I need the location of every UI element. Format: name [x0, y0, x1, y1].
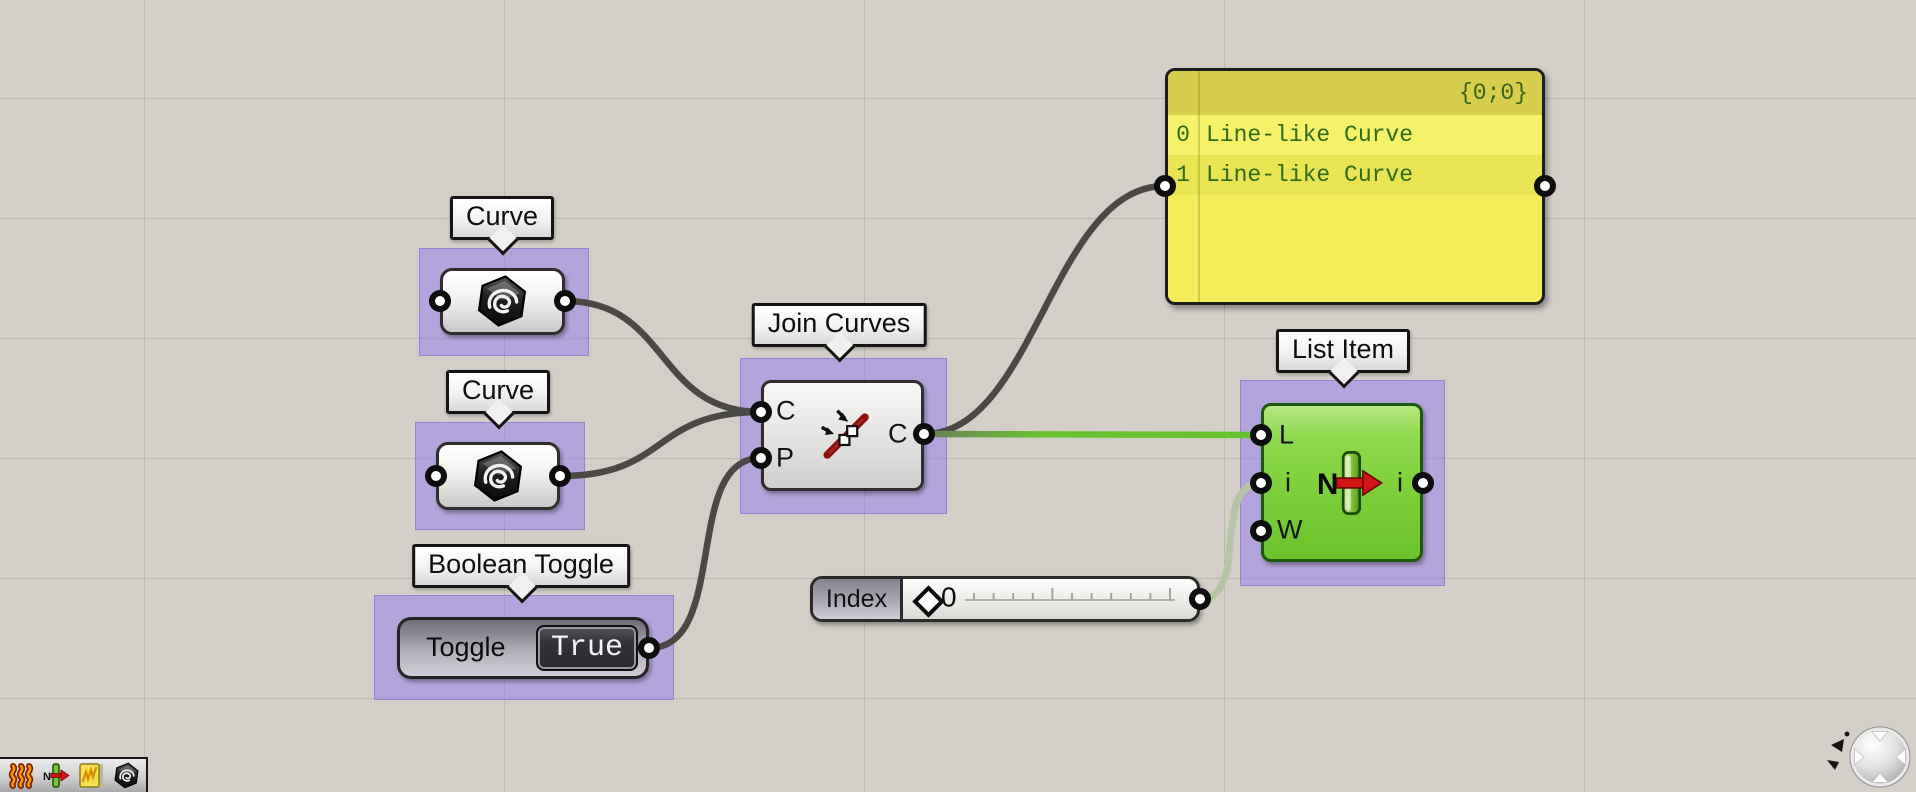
boolean-toggle-component[interactable]: Toggle True	[397, 617, 649, 679]
curve-bottom-output-port[interactable]	[549, 465, 571, 487]
curve-top-output-port[interactable]	[554, 290, 576, 312]
slider-name-grip[interactable]: Index	[813, 579, 903, 619]
join-input-c-label: C	[776, 395, 796, 426]
join-input-p-label: P	[776, 442, 795, 473]
list-item-label: List Item	[1275, 329, 1411, 389]
curve-bottom-input-port[interactable]	[425, 465, 447, 487]
canvas-toolbar: N	[0, 757, 148, 792]
toggle-true-button[interactable]: True	[536, 625, 638, 671]
curve-top-label: Curve	[449, 196, 555, 256]
list-item-input-l-label: L	[1279, 419, 1295, 450]
curve-bottom-label: Curve	[445, 370, 551, 430]
panel-output-port[interactable]	[1534, 175, 1556, 197]
curve-icon[interactable]	[113, 762, 140, 789]
list-item-output-i-label: i	[1397, 467, 1403, 498]
wire-join-to-list-item[interactable]	[920, 430, 1265, 439]
panel-row-index: 0	[1176, 122, 1190, 148]
wire-toggle-to-join[interactable]	[645, 454, 765, 652]
panel-row: 1 Line-like Curve	[1168, 155, 1542, 195]
slider-track[interactable]: 0	[903, 579, 1197, 619]
list-item-icon: N	[1317, 451, 1384, 515]
panel-icon[interactable]	[78, 762, 105, 789]
join-curves-label: Join Curves	[751, 303, 927, 363]
svg-text:N: N	[43, 771, 51, 783]
join-input-c-port[interactable]	[750, 401, 772, 423]
fitness-icon[interactable]	[8, 762, 35, 789]
panel-index-divider	[1198, 71, 1200, 302]
curve-icon	[473, 450, 523, 502]
panel-path-header: {0;0}	[1168, 71, 1542, 115]
join-input-p-port[interactable]	[750, 447, 772, 469]
wire-join-to-panel[interactable]	[920, 182, 1169, 438]
boolean-toggle-label: Boolean Toggle	[412, 544, 630, 604]
curve-top-input-port[interactable]	[429, 290, 451, 312]
number-slider[interactable]: Index 0	[810, 576, 1200, 622]
join-output-c-label: C	[888, 418, 908, 449]
slider-ticks	[965, 588, 1175, 601]
curve-icon	[477, 275, 527, 327]
list-item-output-i-port[interactable]	[1412, 472, 1434, 494]
join-output-c-port[interactable]	[913, 423, 935, 445]
slider-value: 0	[941, 581, 957, 613]
panel-row-text: Line-like Curve	[1206, 122, 1414, 148]
toggle-output-port[interactable]	[638, 637, 660, 659]
nav-sphere[interactable]	[1812, 706, 1916, 792]
join-curves-icon	[820, 409, 869, 459]
list-item-input-i-port[interactable]	[1250, 472, 1272, 494]
wire-curve-top-to-join[interactable]	[561, 297, 765, 416]
slider-output-port[interactable]	[1189, 588, 1211, 610]
list-item-input-w-port[interactable]	[1250, 520, 1272, 542]
panel-input-port[interactable]	[1154, 175, 1176, 197]
panel-row-index: 1	[1176, 162, 1190, 188]
wire-slider-to-list-item[interactable]	[1196, 479, 1265, 603]
panel-row-text: Line-like Curve	[1206, 162, 1414, 188]
wire-curve-bottom-to-join[interactable]	[556, 408, 765, 480]
list-item-input-l-port[interactable]	[1250, 424, 1272, 446]
list-item-icon[interactable]: N	[43, 762, 70, 789]
panel-row: 0 Line-like Curve	[1168, 115, 1542, 155]
list-item-input-w-label: W	[1277, 514, 1303, 545]
svg-text:N: N	[1317, 468, 1338, 501]
data-panel[interactable]: {0;0} 0 Line-like Curve 1 Line-like Curv…	[1165, 68, 1545, 305]
list-item-input-i-label: i	[1285, 467, 1291, 498]
toggle-text: Toggle	[426, 631, 506, 662]
